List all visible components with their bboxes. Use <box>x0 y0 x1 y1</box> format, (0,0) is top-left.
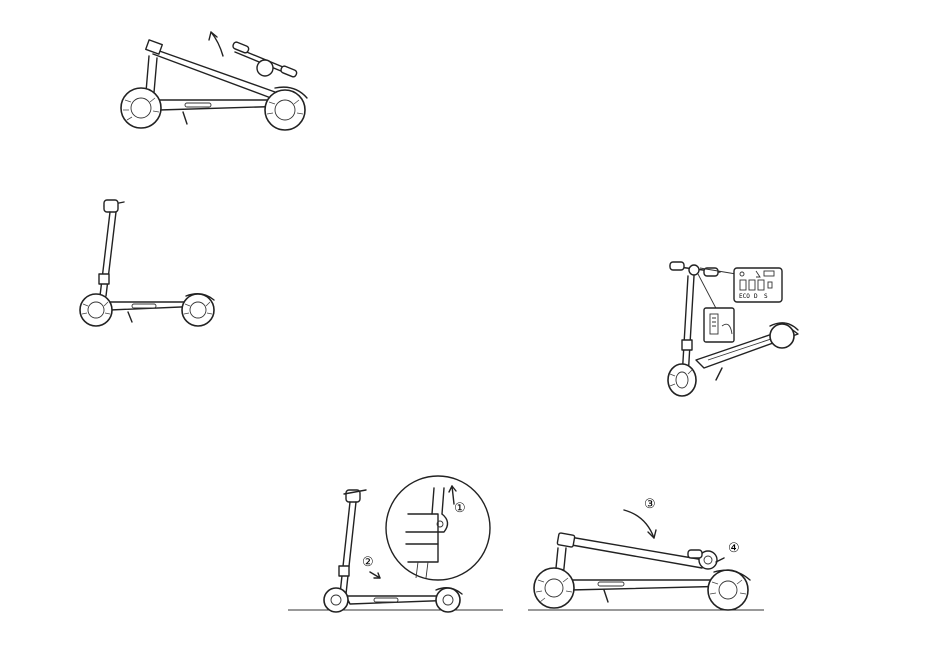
mode-label-s: S <box>764 293 768 300</box>
callout-step-3: ③ <box>644 497 656 512</box>
figure-folded-scooter: ③ ④ <box>528 492 768 614</box>
callout-step-1: ① <box>454 501 466 516</box>
figure-upright-scooter <box>76 196 226 328</box>
figure-display-scooter: ECO D S <box>660 256 810 398</box>
folded-scooter-drawing: ③ ④ <box>528 492 768 614</box>
throttle-inset <box>704 308 734 342</box>
callout-step-2: ② <box>362 555 374 570</box>
callout-step-4: ④ <box>728 541 740 556</box>
upright-scooter-drawing <box>76 196 226 328</box>
mode-label-d: D <box>754 293 758 300</box>
figure-fold-step: ② ① <box>288 482 503 614</box>
fold-step-drawing: ② ① <box>288 482 503 614</box>
folding-arrow-icon <box>211 32 223 56</box>
front-wheel <box>121 88 161 128</box>
rear-wheel <box>265 90 305 130</box>
display-scooter-drawing: ECO D S <box>660 256 810 398</box>
folding-scooter-drawing <box>105 28 325 140</box>
figure-folding-scooter <box>105 28 325 140</box>
mode-label-eco: ECO <box>739 293 750 300</box>
